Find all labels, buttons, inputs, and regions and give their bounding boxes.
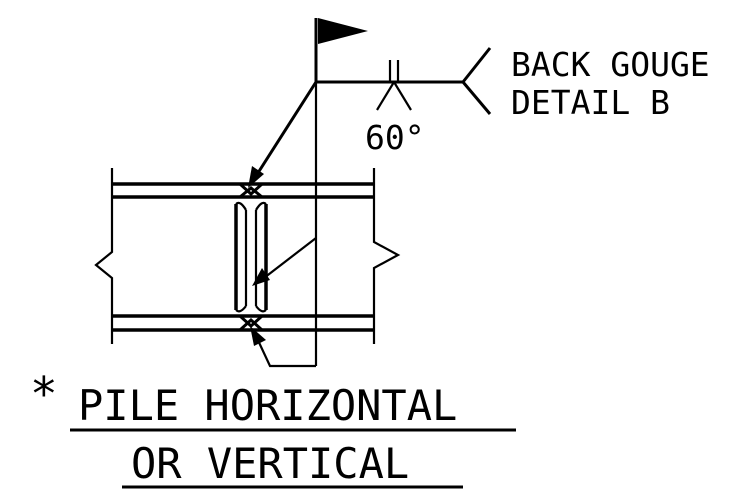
- groove-weld-symbol: [376, 60, 412, 111]
- leader-arrow-web: [252, 237, 317, 286]
- right-break-line: [372, 168, 401, 344]
- leader-arrow-bottom: [250, 326, 316, 368]
- weld-reference-line: [316, 47, 492, 115]
- callout-line-2: DETAIL B: [511, 83, 670, 122]
- leader-arrow-top: [248, 81, 318, 188]
- note-line-2: OR VERTICAL: [131, 439, 409, 488]
- field-weld-flag-icon: [314, 18, 368, 82]
- note-line-1: PILE HORIZONTAL: [78, 381, 457, 430]
- groove-angle-label: 60°: [365, 118, 425, 157]
- h-pile-section: [94, 168, 401, 344]
- callout-line-1: BACK GOUGE: [511, 45, 710, 84]
- left-break-line: [94, 168, 114, 344]
- note-asterisk: *: [30, 367, 58, 421]
